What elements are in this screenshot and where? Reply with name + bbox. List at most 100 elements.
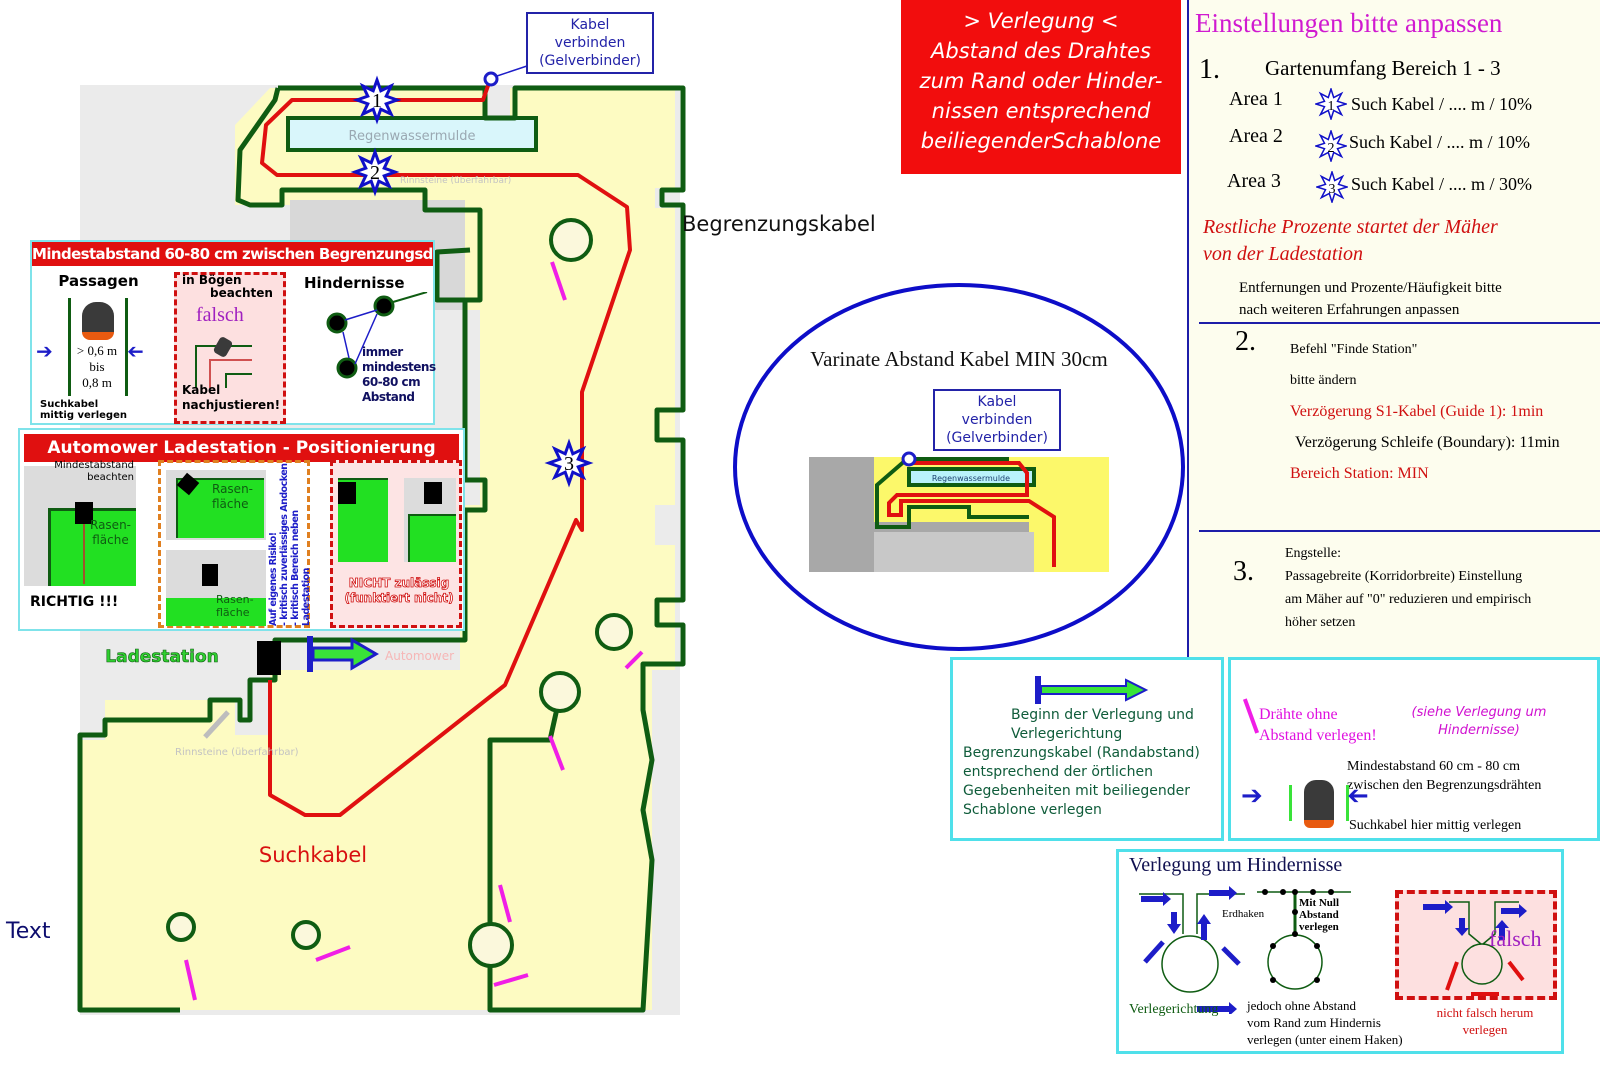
area-marker-number: 1 bbox=[372, 90, 382, 112]
start-arrow-icon bbox=[1035, 676, 1041, 704]
variant-mulde-label: Regenwassermulde bbox=[932, 474, 1010, 483]
start-info-box: Beginn der Verlegung und Verlegerichtung… bbox=[950, 657, 1224, 841]
verlegung-line-4: nissen entsprechend bbox=[931, 99, 1151, 123]
siehe-line-1: (siehe Verlegung um bbox=[1411, 705, 1547, 720]
zero-distance-arrow bbox=[315, 945, 351, 962]
station-icon bbox=[75, 502, 93, 524]
area-1-text: Such Kabel / .... m / 10% bbox=[1351, 94, 1532, 114]
area-star-icon: 2 bbox=[1315, 130, 1347, 162]
kabel-note-2: nachjustieren! bbox=[182, 398, 281, 412]
text-label: Text bbox=[5, 919, 51, 944]
verlegung-line-1: > Verlegung < bbox=[963, 9, 1119, 33]
section-2-line-2: bitte ändern bbox=[1290, 373, 1357, 388]
begrenzungskabel-label: Begrenzungskabel bbox=[682, 212, 876, 236]
variant-title: Varinate Abstand Kabel MIN 30cm bbox=[810, 347, 1108, 371]
obstacle-distance-icon bbox=[326, 292, 428, 379]
obstacles-title: Verlegung um Hindernisse bbox=[1129, 854, 1343, 876]
passage-distance-2: bis bbox=[89, 359, 105, 374]
min-distance-panel: Mindestabstand 60-80 cm zwischen Begrenz… bbox=[30, 240, 436, 425]
rasen-risk-4: fläche bbox=[216, 606, 250, 619]
area-2-label: Area 2 bbox=[1229, 125, 1283, 147]
start-arrow-shape bbox=[1041, 678, 1149, 702]
passagen-heading: Passagen bbox=[58, 272, 139, 290]
mindest-note-2: beachten bbox=[87, 472, 134, 483]
start-line-3: Begrenzungskabel (Randabstand) bbox=[963, 745, 1200, 761]
start-line-6: Schablone verlegen bbox=[963, 802, 1102, 818]
risk-note-1: Auf eigenes Risiko! bbox=[268, 532, 279, 626]
regenwassermulde-label: Regenwassermulde bbox=[349, 129, 476, 144]
area-3-text: Such Kabel / .... m / 30% bbox=[1351, 174, 1532, 194]
section-1-number: 1. bbox=[1199, 54, 1220, 85]
section-2-line-1: Befehl "Finde Station" bbox=[1290, 342, 1418, 357]
area-2-text: Such Kabel / .... m / 10% bbox=[1349, 132, 1530, 152]
risk-box bbox=[158, 460, 310, 628]
area-marker-number: 3 bbox=[564, 453, 574, 475]
wire-connector bbox=[483, 71, 499, 87]
obstacle-tree bbox=[166, 912, 196, 942]
obstacle-tree bbox=[549, 218, 593, 262]
note-line-1: Entfernungen und Prozente/Häufigkeit bit… bbox=[1239, 280, 1502, 296]
suchkabel-note-1: Suchkabel bbox=[40, 399, 99, 410]
charging-station-panel: Automower Ladestation - Positionierung M… bbox=[18, 428, 465, 631]
magenta-arrow-icon bbox=[1242, 698, 1260, 734]
hindernisse-note-4: Abstand bbox=[362, 390, 415, 404]
zero-distance-arrow bbox=[493, 973, 529, 987]
boegen-falsch: falsch bbox=[196, 304, 244, 326]
hindernisse-note-2: mindestens bbox=[362, 360, 436, 374]
mitnull-3: verlegen bbox=[1299, 921, 1339, 933]
callout-line-1: Kabel verbinden bbox=[554, 17, 626, 51]
obstacle-tree bbox=[539, 671, 581, 713]
rinnsteine-label-top: Rinnsteine (überfahrbar) bbox=[400, 176, 511, 186]
mitnull-2: Abstand bbox=[1299, 909, 1339, 921]
start-line-1: Beginn der Verlegung und bbox=[1011, 707, 1194, 723]
erdhaken-label: Erdhaken bbox=[1222, 908, 1265, 920]
section-1-heading: Gartenumfang Bereich 1 - 3 bbox=[1265, 56, 1501, 80]
hook-diagram bbox=[1257, 889, 1351, 990]
start-direction-arrow bbox=[307, 636, 379, 672]
area-1-label: Area 1 bbox=[1229, 88, 1283, 110]
area-marker-star-icon bbox=[544, 438, 594, 488]
kabel-note-1: Kabel bbox=[182, 383, 221, 397]
not-allowed-1: NICHT zulässig bbox=[348, 576, 450, 591]
rest-line-2: von der Ladestation bbox=[1203, 243, 1363, 265]
obstacles-info-box: Verlegung um Hindernisse Verlegerichtung… bbox=[1116, 849, 1564, 1054]
risk-note-2: - kritisch zuverlässiges Andocken bbox=[279, 463, 290, 626]
arrow-left-icon: ➔ bbox=[127, 339, 144, 363]
variant-callout: Kabel verbinden (Gelverbinder) bbox=[933, 389, 1061, 451]
callout-line-2: (Gelverbinder) bbox=[539, 53, 641, 69]
section-2-line-5: Bereich Station: MIN bbox=[1290, 465, 1429, 482]
rasen-risk-2: fläche bbox=[212, 497, 249, 511]
guide-wire bbox=[260, 79, 632, 817]
mindest-note-1: Mindestabstand bbox=[54, 460, 134, 471]
falsch-label: falsch bbox=[1489, 926, 1542, 951]
zero-distance-arrow bbox=[184, 959, 197, 1001]
verlegung-line-3: zum Rand oder Hinder- bbox=[919, 69, 1163, 93]
area-3-label: Area 3 bbox=[1227, 170, 1281, 192]
passage-distance-3: 0,8 m bbox=[82, 375, 112, 390]
connector-callout: Kabel verbinden (Gelverbinder) bbox=[526, 12, 654, 74]
variant-callout-line-1: Kabel verbinden bbox=[961, 394, 1033, 428]
section-2-line-4: Verzögerung Schleife (Boundary): 11min bbox=[1295, 434, 1560, 451]
rasen-risk-1: Rasen- bbox=[212, 482, 253, 496]
suchkabel-label: Suchkabel bbox=[259, 843, 367, 867]
passage-distance-1: > 0,6 m bbox=[76, 343, 118, 358]
verlegung-line-2: Abstand des Drahtes bbox=[931, 39, 1151, 63]
nicht-falsch-1: nicht falsch herum bbox=[1436, 1005, 1534, 1020]
section-3-line-1: Engstelle: bbox=[1285, 546, 1341, 561]
boundary-wire bbox=[278, 85, 686, 1013]
nicht-falsch-2: verlegen bbox=[1462, 1022, 1508, 1037]
draehte-line-2: Abstand verlegen! bbox=[1259, 727, 1377, 744]
arrow-right-icon: ➔ bbox=[1241, 781, 1263, 811]
rasen-1: Rasen- bbox=[90, 518, 131, 532]
section-3-line-3: am Mäher auf "0" reduzieren und empirisc… bbox=[1285, 592, 1532, 607]
area-marker-number: 2 bbox=[370, 162, 380, 184]
automower-label: Automower bbox=[385, 649, 454, 663]
note-line-2: nach weiteren Erfahrungen anpassen bbox=[1239, 302, 1460, 318]
boegen-heading-2: beachten bbox=[210, 286, 273, 300]
obstacle-tree bbox=[291, 920, 321, 950]
siehe-line-2: Hindernisse) bbox=[1438, 723, 1520, 738]
mindest-line-2: zwischen den Begrenzungsdrähten bbox=[1347, 778, 1542, 793]
hindernisse-note-3: 60-80 cm bbox=[362, 375, 421, 389]
area-marker-star-icon bbox=[352, 75, 402, 125]
min-distance-title: Mindestabstand 60-80 cm zwischen Begrenz… bbox=[32, 242, 433, 266]
